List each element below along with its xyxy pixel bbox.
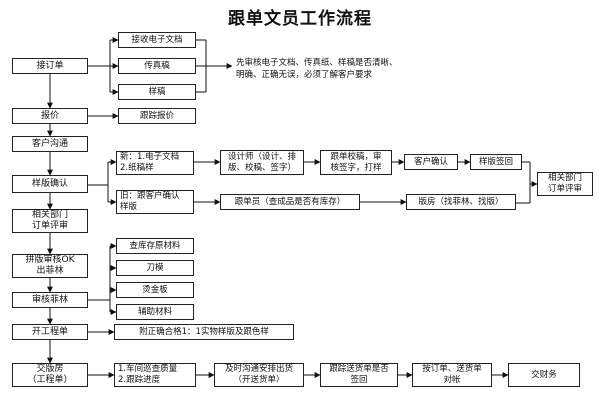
delivery-track-receipt: 跟踪送货单是否 签回 — [320, 363, 398, 387]
film-auxiliary-materials: 辅助材料 — [116, 304, 194, 320]
step-sample-confirmation: 样版确认 — [12, 175, 88, 193]
order-review-note: 先审核电子文档、传真纸、样稿是否清晰、 明确、正确无误，必须了解客户要求 — [236, 58, 398, 80]
quote-follow-up: 跟踪报价 — [118, 108, 196, 124]
sample-new-docs: 新：1.电子文档 2.纸稿样 — [116, 151, 194, 175]
order-fax: 传真稿 — [118, 58, 196, 74]
sample-customer-confirm: 客户确认 — [404, 154, 458, 170]
sample-plate-film: 版房（找菲林、找版） — [406, 194, 516, 210]
delivery-inspection: 1.车间巡查质量 2.跟踪进度 — [114, 363, 196, 387]
step-receive-order: 接订单 — [12, 58, 88, 74]
film-hot-stamp-plate: 烫金板 — [116, 282, 194, 298]
sample-department-review: 相关部门 订单评审 — [537, 172, 593, 196]
step-work-order: 开工程单 — [12, 324, 88, 340]
delivery-finance: 交财务 — [508, 363, 580, 387]
sample-signed-back: 样版签回 — [470, 154, 522, 170]
delivery-reconcile: 按订单、送货单 对帐 — [412, 363, 492, 387]
step-imposition-film: 拼版审核OK 出菲林 — [12, 254, 88, 278]
sample-stock-check: 跟单员（查成品是否有库存） — [220, 194, 360, 210]
film-die-cut: 刀模 — [116, 260, 194, 276]
work-order-note: 附正确合格1：1实物样版及跟色样 — [114, 324, 294, 340]
step-department-review: 相关部门 订单评审 — [12, 209, 88, 233]
step-quote: 报价 — [12, 108, 88, 124]
page-title: 跟单文员工作流程 — [228, 9, 372, 29]
sample-designer: 设计师（设计、排 版、校稿、签字） — [220, 150, 304, 175]
step-review-film: 审核菲林 — [12, 292, 88, 308]
order-sample-draft: 样稿 — [118, 84, 196, 100]
step-plate-house: 交版房 （工程单） — [12, 363, 88, 387]
step-customer-communication: 客户沟通 — [12, 136, 88, 152]
film-check-materials: 查库存原材料 — [116, 238, 194, 254]
order-electronic-docs: 接收电子文档 — [118, 32, 196, 48]
sample-proofreading: 跟单校稿，审 核签字，打样 — [320, 150, 392, 175]
sample-old-confirm: 旧：跟客户确认 样版 — [116, 190, 194, 214]
delivery-shipping: 及时沟通安排出货 （开送货单） — [214, 363, 304, 387]
